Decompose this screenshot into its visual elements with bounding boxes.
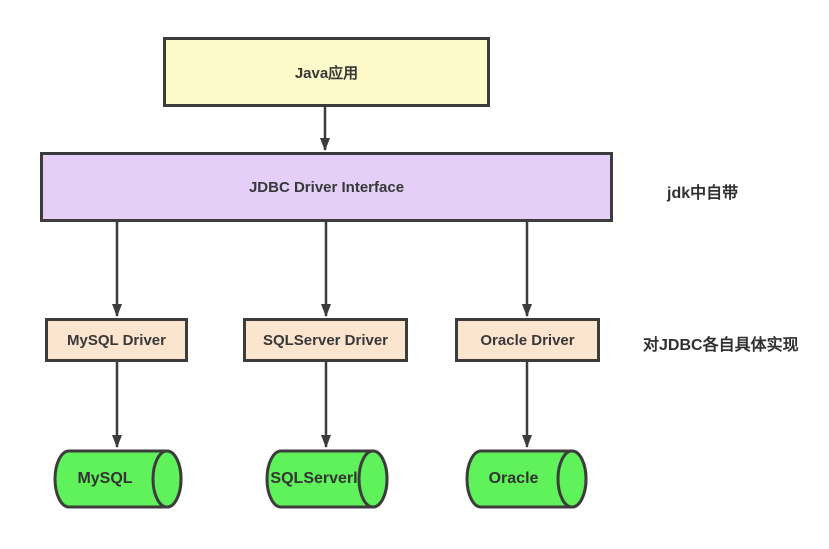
driver-label-oracle: Oracle Driver <box>480 331 575 349</box>
cylinder-shape-mysql <box>53 449 183 509</box>
driver-label-sqlserver: SQLServer Driver <box>262 331 389 349</box>
jdbc-interface-node: JDBC Driver Interface <box>40 152 613 222</box>
driver-node-oracle: Oracle Driver <box>455 318 600 362</box>
java-app-label: Java应用 <box>294 64 359 82</box>
annotation-jdk-builtin: jdk中自带 <box>667 185 739 202</box>
database-cylinder-oracle <box>465 449 588 514</box>
annotation-impl-note: 对JDBC各自具体实现 <box>643 337 799 354</box>
driver-node-sqlserver: SQLServer Driver <box>243 318 408 362</box>
jdbc-interface-label: JDBC Driver Interface <box>248 178 405 196</box>
java-app-node: Java应用 <box>163 37 490 107</box>
driver-node-mysql: MySQL Driver <box>45 318 188 362</box>
driver-label-mysql: MySQL Driver <box>67 331 166 349</box>
cylinder-shape-oracle <box>465 449 588 509</box>
database-cylinder-sqlserver <box>265 449 389 514</box>
database-cylinder-mysql <box>53 449 183 514</box>
cylinder-shape-sqlserver <box>265 449 389 509</box>
